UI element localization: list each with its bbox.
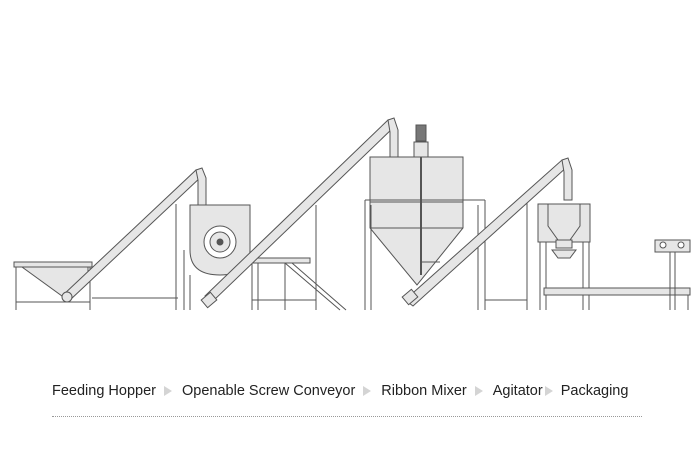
step-agitator: Agitator (492, 383, 543, 399)
feeding-hopper (13, 167, 207, 310)
dotted-divider (52, 416, 642, 417)
packaging-machine (537, 203, 691, 310)
openable-screw-conveyor (183, 117, 399, 311)
step-packaging: Packaging (560, 383, 629, 399)
arrow-right-icon (474, 386, 483, 396)
arrow-right-icon (544, 386, 553, 396)
step-ribbon-mixer: Ribbon Mixer (381, 383, 467, 399)
arrow-right-icon (363, 386, 372, 396)
process-steps: Feeding Hopper Openable Screw Conveyor R… (52, 383, 628, 399)
step-openable-screw-conveyor: Openable Screw Conveyor (182, 383, 356, 399)
ribbon-mixer (364, 124, 573, 310)
arrow-right-icon (164, 386, 172, 396)
step-feeding-hopper: Feeding Hopper (52, 383, 156, 399)
